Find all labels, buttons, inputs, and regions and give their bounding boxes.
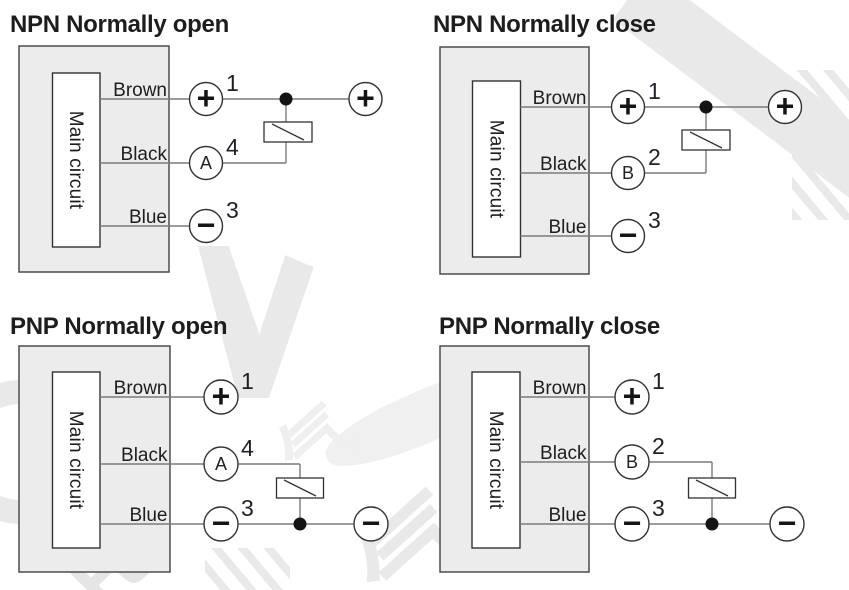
- pin-number-3: 3: [226, 197, 239, 223]
- label-brown: Brown: [113, 80, 167, 101]
- diagram-pnp-normally-open: PNP Normally open Main circuit Brown Bla…: [10, 313, 389, 573]
- supply-symbol: +: [356, 80, 375, 116]
- terminal-output: [614, 444, 650, 480]
- diagram-title: NPN Normally open: [10, 11, 229, 38]
- label-brown: Brown: [533, 88, 587, 109]
- terminal-output-symbol: A: [200, 153, 212, 173]
- pin-number-3: 3: [241, 495, 254, 521]
- diagram-title: PNP Normally open: [10, 313, 227, 340]
- junction-dot: [705, 517, 719, 531]
- pin-number-1: 1: [226, 70, 239, 96]
- supply-symbol: −: [362, 505, 381, 541]
- terminal-minus-symbol: −: [619, 217, 638, 253]
- terminal-output: [203, 446, 239, 482]
- pin-number-1: 1: [241, 368, 254, 394]
- terminal-minus: [203, 506, 239, 542]
- terminal-plus-symbol: +: [212, 378, 231, 414]
- pin-number-4: 4: [226, 134, 239, 160]
- main-circuit-label: Main circuit: [65, 411, 86, 510]
- terminal-plus-symbol: +: [619, 88, 638, 124]
- main-circuit-label: Main circuit: [485, 411, 506, 510]
- pin-number-3: 3: [648, 207, 661, 233]
- terminal-output-symbol: B: [626, 452, 638, 472]
- terminal-minus-symbol: −: [212, 505, 231, 541]
- terminal-minus-symbol: −: [623, 505, 642, 541]
- label-brown: Brown: [533, 378, 587, 399]
- terminal-minus: [188, 208, 224, 244]
- supply-plus-terminal: [348, 81, 383, 117]
- terminal-output-symbol: B: [622, 163, 634, 183]
- supply-symbol: −: [778, 505, 797, 541]
- relay-diagonal: [283, 479, 317, 497]
- supply-minus-terminal: [353, 506, 389, 542]
- label-black: Black: [540, 443, 587, 464]
- main-circuit-box: [51, 72, 101, 248]
- main-circuit-box: [471, 80, 522, 258]
- main-circuit-label: Main circuit: [65, 111, 86, 210]
- label-brown: Brown: [114, 378, 168, 399]
- pin-number-2: 2: [648, 144, 661, 170]
- supply-symbol: +: [776, 88, 795, 124]
- label-black: Black: [121, 144, 168, 165]
- supply-minus-terminal: [769, 506, 805, 542]
- label-blue: Blue: [129, 505, 167, 526]
- pin-number-1: 1: [648, 78, 661, 104]
- terminal-output-symbol: A: [215, 454, 227, 474]
- label-blue: Blue: [129, 207, 167, 228]
- label-blue: Blue: [548, 217, 586, 238]
- diagram-title: PNP Normally close: [439, 313, 660, 340]
- pin-number-2: 2: [652, 433, 665, 459]
- terminal-minus: [610, 218, 646, 254]
- junction-dot: [279, 92, 293, 106]
- terminal-minus: [614, 506, 650, 542]
- terminal-minus-symbol: −: [197, 207, 216, 243]
- pin-number-4: 4: [241, 435, 254, 461]
- terminal-plus: [188, 81, 224, 117]
- junction-dot: [293, 517, 307, 531]
- diagram-pnp-normally-close: PNP Normally close Main circuit Brown Bl…: [439, 313, 805, 573]
- diagram-title: NPN Normally close: [433, 11, 656, 38]
- junction-dot: [699, 100, 713, 114]
- relay-diagonal: [271, 123, 305, 141]
- terminal-output: [188, 145, 224, 181]
- terminal-plus-symbol: +: [623, 378, 642, 414]
- relay-diagonal: [695, 479, 729, 497]
- terminal-plus-symbol: +: [197, 80, 216, 116]
- main-circuit-label: Main circuit: [486, 120, 507, 219]
- label-blue: Blue: [548, 505, 586, 526]
- diagram-npn-normally-open: NPN Normally open Main circuit Brown Bla…: [10, 11, 383, 273]
- pin-number-1: 1: [652, 368, 665, 394]
- terminal-plus: [614, 379, 650, 415]
- label-black: Black: [540, 154, 587, 175]
- pin-number-3: 3: [652, 495, 665, 521]
- label-black: Black: [121, 445, 168, 466]
- diagram-npn-normally-close: NPN Normally close Main circuit Brown Bl…: [433, 11, 803, 275]
